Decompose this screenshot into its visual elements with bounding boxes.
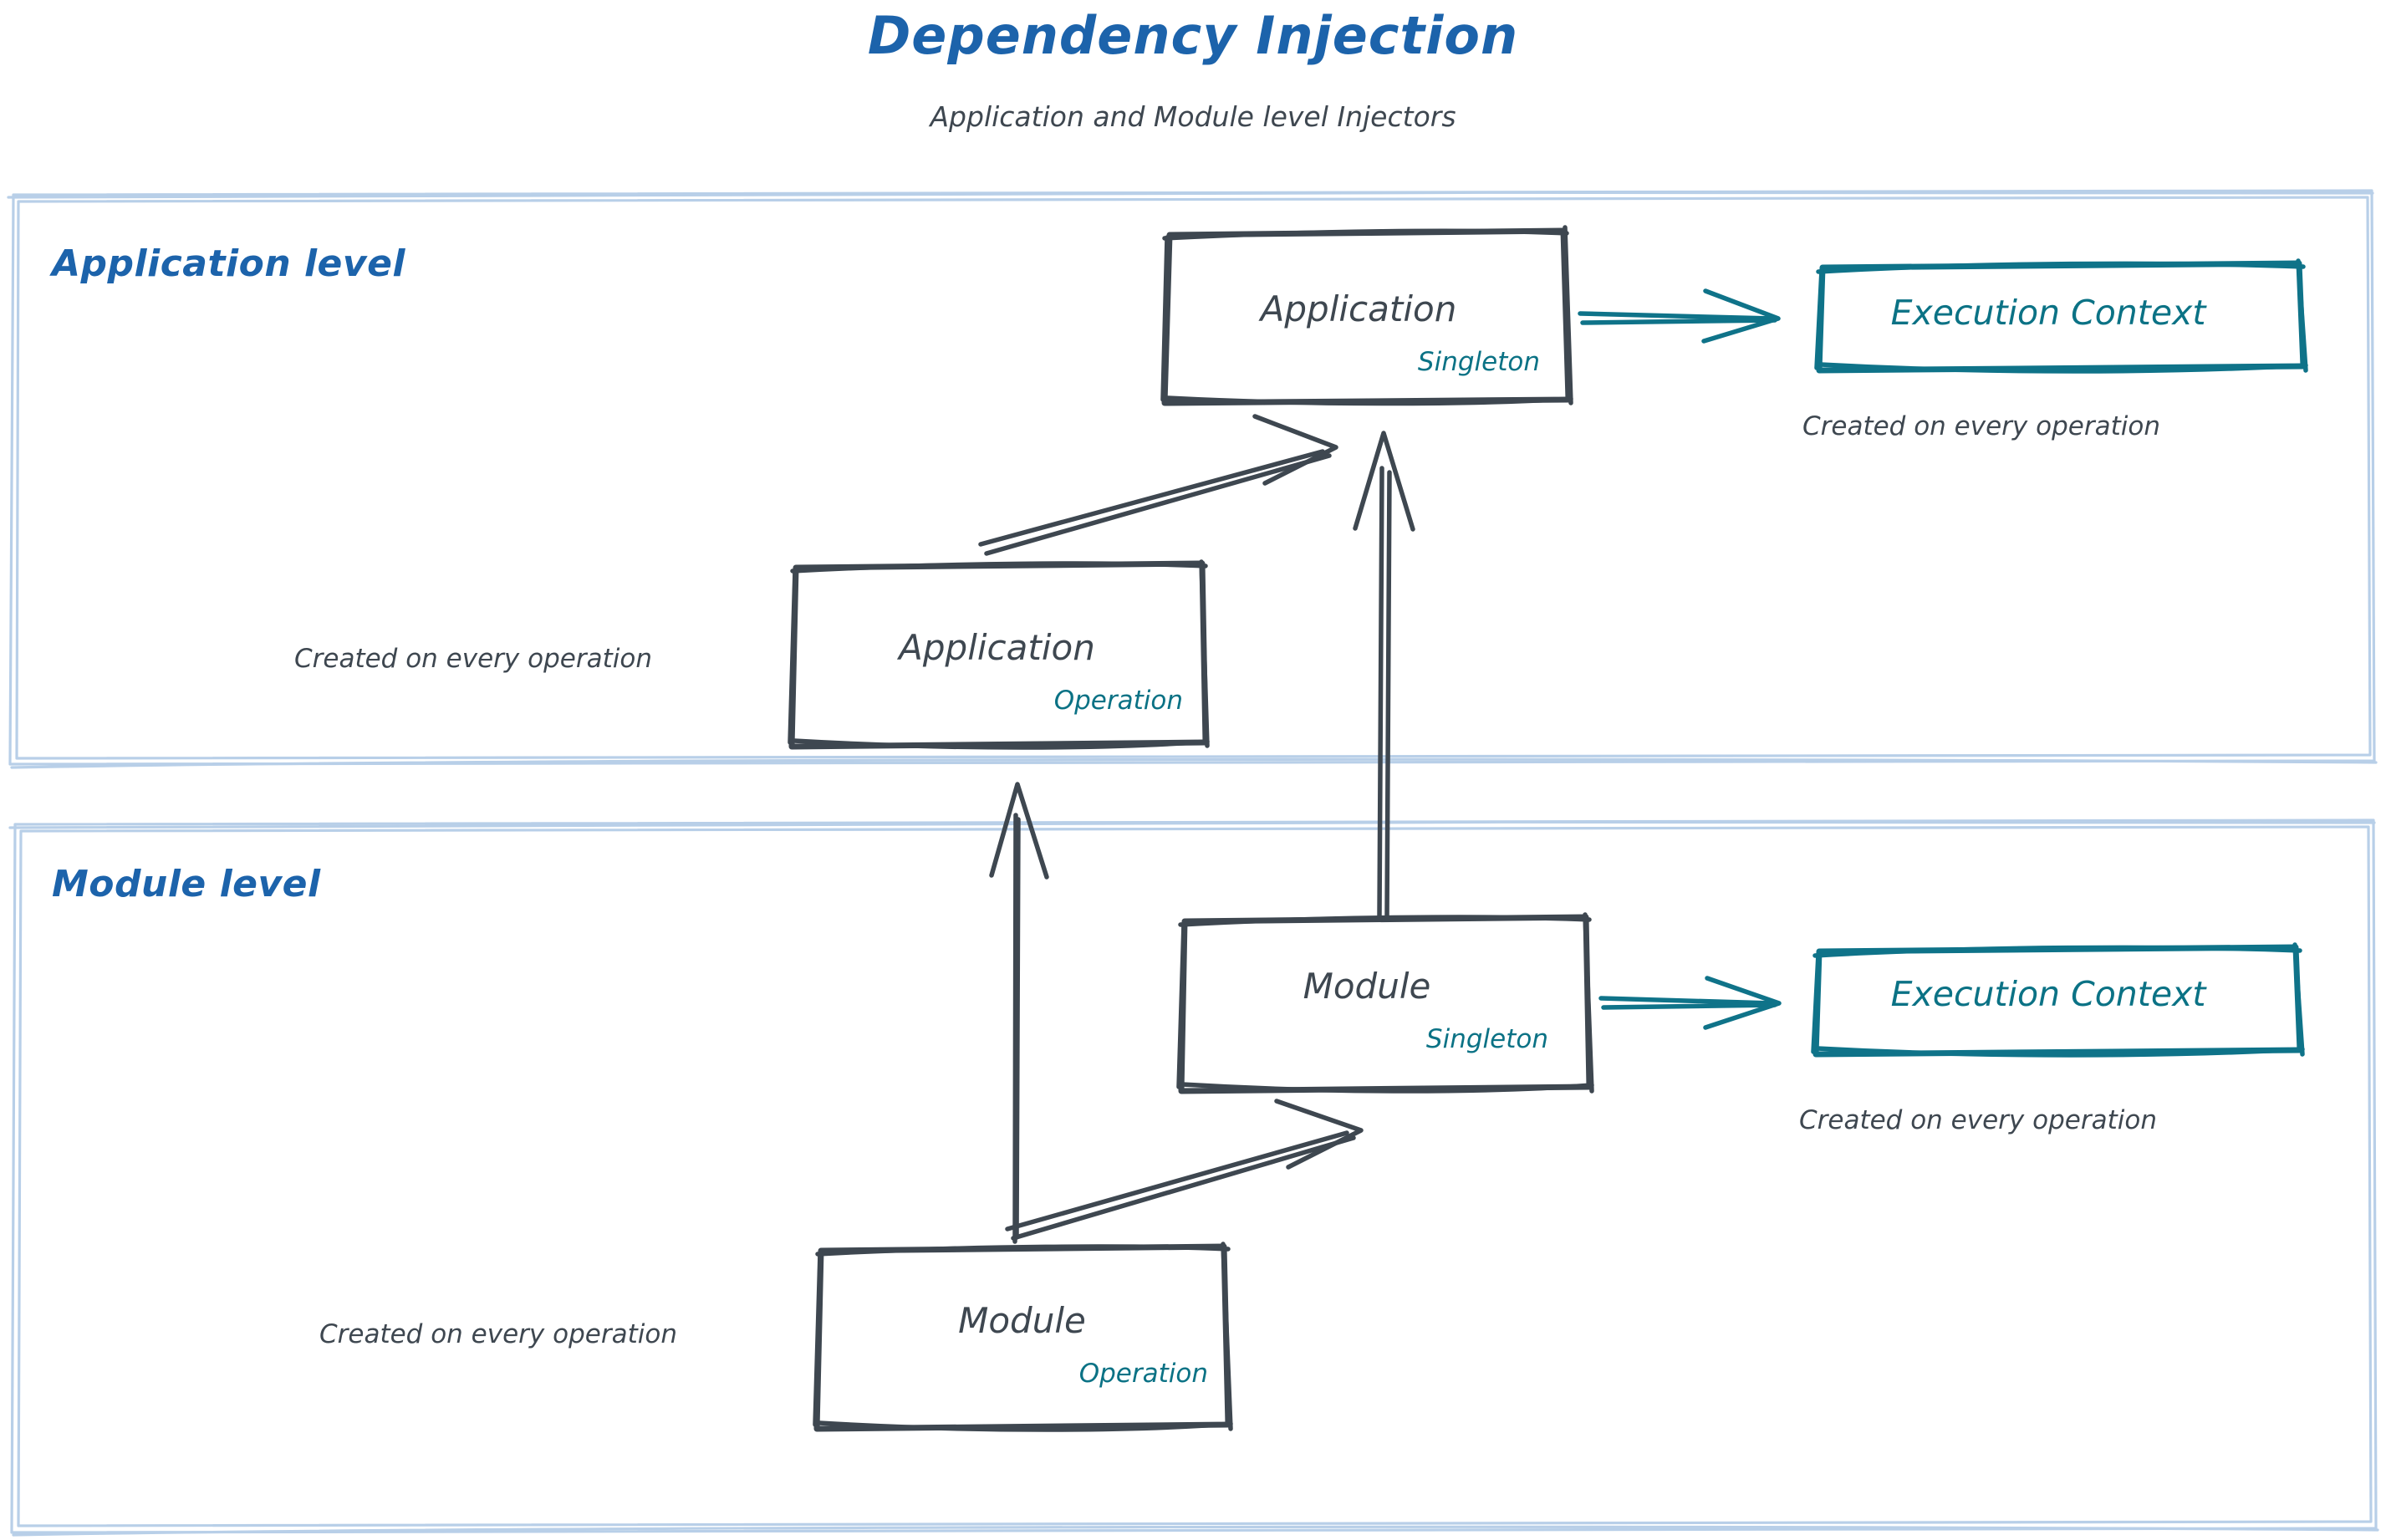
node-execution-context-module-box: [1811, 942, 2305, 1058]
edge-module-singleton-to-app-singleton: [1353, 431, 1415, 919]
node-application-singleton-scope: Singleton: [1417, 347, 1540, 377]
edge-module-operation-to-module-singleton: [1005, 1099, 1364, 1241]
edge-app-singleton-to-context: [1578, 288, 1781, 344]
note-module-operation: Created on every operation: [319, 1319, 677, 1349]
lane-label-application-level: Application level: [52, 242, 405, 285]
edge-app-operation-to-app-singleton: [978, 414, 1338, 556]
edge-module-singleton-to-context: [1598, 976, 1782, 1030]
node-application-operation-scope: Operation: [1053, 686, 1183, 716]
node-application-operation-title[interactable]: Application: [899, 627, 1095, 668]
lane-module-level-border: [8, 818, 2379, 1537]
node-module-singleton-title[interactable]: Module: [1303, 966, 1431, 1007]
node-module-operation-box: [813, 1242, 1233, 1432]
note-execution-context-module: Created on every operation: [1799, 1105, 2157, 1135]
node-execution-context-application-title[interactable]: Execution Context: [1890, 293, 2206, 333]
node-module-singleton-scope: Singleton: [1425, 1024, 1548, 1054]
node-module-singleton-box: [1176, 912, 1594, 1094]
note-application-operation: Created on every operation: [294, 644, 652, 674]
node-execution-context-application-box: [1814, 258, 2308, 374]
page-subtitle: Application and Module level Injectors: [930, 100, 1456, 133]
node-module-operation-scope: Operation: [1078, 1359, 1208, 1389]
node-module-operation-title[interactable]: Module: [958, 1300, 1086, 1341]
node-application-singleton-box: [1160, 225, 1573, 406]
lane-application-level-border: [7, 189, 2378, 769]
page-title: Dependency Injection: [867, 5, 1519, 66]
node-application-singleton-title[interactable]: Application: [1260, 288, 1457, 329]
node-application-operation-box: [788, 559, 1210, 750]
note-execution-context-application: Created on every operation: [1802, 411, 2160, 441]
lane-label-module-level: Module level: [52, 863, 321, 905]
node-execution-context-module-title[interactable]: Execution Context: [1890, 974, 2206, 1014]
edge-module-operation-to-app-operation: [989, 782, 1049, 1244]
